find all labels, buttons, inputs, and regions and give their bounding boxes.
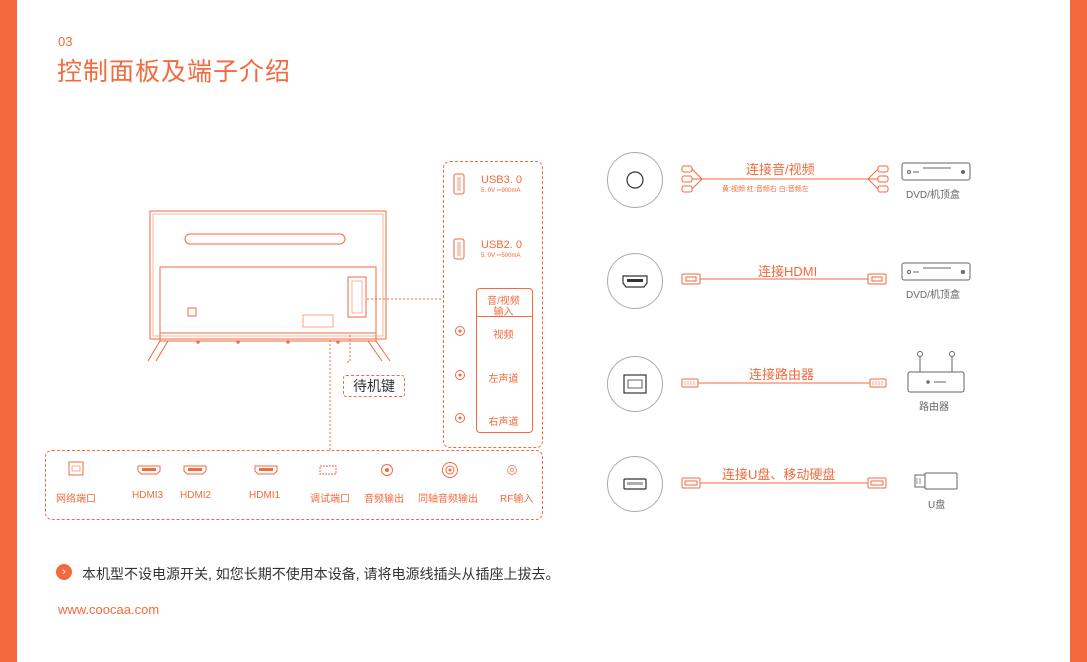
dvd-player-icon	[901, 262, 971, 281]
tv-back-illustration	[147, 210, 391, 362]
audio-right-jack-icon[interactable]	[454, 412, 466, 424]
conn-sub-av: 黄:视频 红:音频右 白:音频左	[722, 186, 809, 193]
audio-out-jack-icon[interactable]	[380, 463, 394, 477]
port-label-coaxial: 同轴音频输出	[418, 494, 478, 505]
port-label-hdmi2: HDMI2	[180, 490, 212, 501]
conn-label-usb: 连接U盘、移动硬盘	[722, 467, 836, 482]
usb3-port-icon[interactable]	[453, 173, 465, 195]
coaxial-jack-icon[interactable]	[441, 461, 459, 479]
chevron-right-icon: ›	[56, 564, 72, 580]
ethernet-port-icon[interactable]	[68, 461, 84, 477]
ethernet-cable-icon	[681, 378, 887, 388]
av-left-label: 左声道	[488, 374, 519, 385]
conn-label-hdmi: 连接HDMI	[758, 264, 818, 279]
video-jack-icon[interactable]	[454, 325, 466, 337]
port-label-hdmi3: HDMI3	[132, 490, 164, 501]
device-label-dvd-1: DVD/机顶盒	[906, 190, 960, 201]
device-label-router: 路由器	[919, 402, 949, 413]
usb3-spec: 5. 0V ⎓900mA	[481, 188, 521, 194]
port-label-debug: 调试端口	[310, 494, 350, 505]
device-label-dvd-2: DVD/机顶盒	[906, 290, 960, 301]
debug-port-icon[interactable]	[319, 465, 337, 475]
usb2-port-icon[interactable]	[453, 238, 465, 260]
conn-label-av: 连接音/视频	[746, 162, 815, 177]
av-port-circle-icon	[607, 152, 663, 208]
ethernet-port-circle-icon	[607, 356, 663, 412]
page-number: 03	[58, 34, 73, 49]
port-label-rf: RF输入	[500, 494, 534, 505]
standby-key-label: 待机键	[343, 375, 405, 397]
website-link[interactable]: www.coocaa.com	[58, 602, 160, 617]
router-icon	[907, 351, 965, 393]
hdmi2-port-icon[interactable]	[183, 465, 207, 475]
power-note: 本机型不设电源开关, 如您长期不使用本设备, 请将电源线插头从插座上拔去。	[82, 566, 560, 582]
usb2-label: USB2. 0	[481, 239, 522, 251]
usb-drive-icon	[914, 472, 958, 490]
av-video-label: 视频	[493, 330, 514, 341]
usb3-label: USB3. 0	[481, 174, 522, 186]
hdmi3-port-icon[interactable]	[137, 465, 161, 475]
port-label-network: 网络端口	[56, 494, 96, 505]
hdmi-cable-icon	[681, 273, 887, 285]
port-label-audio-out: 音频输出	[364, 494, 404, 505]
page-title: 控制面板及端子介绍	[57, 58, 292, 86]
left-accent-bar	[0, 0, 17, 662]
av-input-group	[476, 288, 533, 433]
av-right-label: 右声道	[488, 417, 519, 428]
dvd-player-icon	[901, 162, 971, 181]
hdmi-port-circle-icon	[607, 253, 663, 309]
rf-input-jack-icon[interactable]	[506, 464, 518, 476]
av-header-line2: 输入	[493, 307, 514, 318]
usb-port-circle-icon	[607, 456, 663, 512]
conn-label-router: 连接路由器	[749, 367, 815, 382]
port-label-hdmi1: HDMI1	[249, 490, 281, 501]
av-divider	[476, 316, 532, 317]
av-header-line1: 音/视频	[487, 296, 520, 307]
audio-left-jack-icon[interactable]	[454, 369, 466, 381]
bottom-io-panel	[45, 450, 543, 520]
right-accent-bar	[1070, 0, 1087, 662]
usb2-spec: 5. 0V ⎓500mA	[481, 253, 521, 259]
av-cable-icon	[681, 165, 889, 193]
hdmi1-port-icon[interactable]	[254, 465, 278, 475]
device-label-usb: U盘	[928, 500, 946, 511]
usb-cable-icon	[681, 477, 887, 489]
side-io-panel	[443, 161, 543, 448]
